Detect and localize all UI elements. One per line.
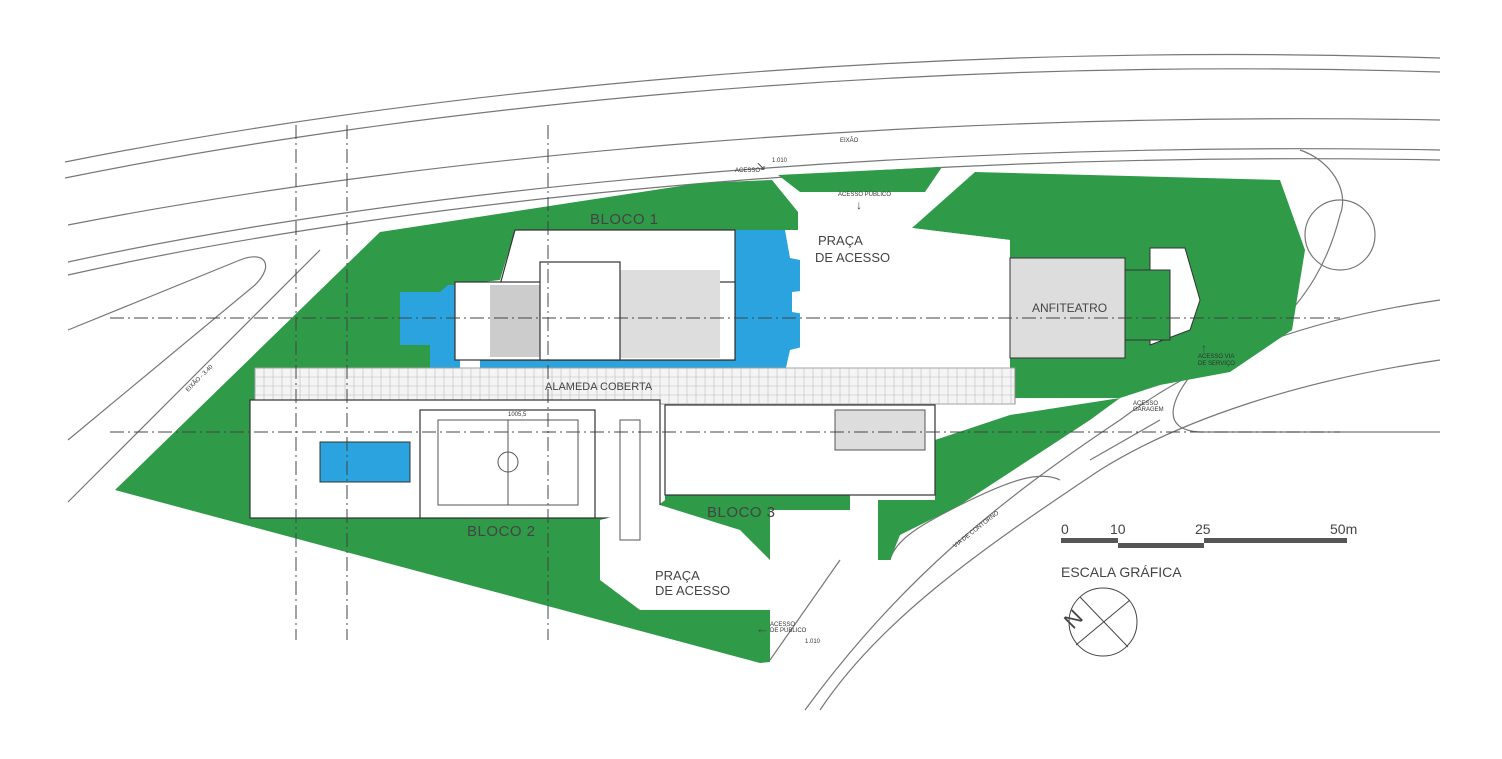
acesso-servico-label: ACESSO VIA	[1198, 354, 1234, 360]
acesso-publico-bottom-2: DE PÚBLICO	[770, 627, 807, 634]
acesso-label: ACESSO	[735, 168, 760, 174]
court-level: 1005,5	[508, 412, 527, 418]
bloco3-label: BLOCO 3	[707, 504, 776, 521]
acesso-publico-top: ACESSO PÚBLICO	[838, 191, 891, 198]
eixao-side-label: EIXÃO - 3.40	[184, 363, 214, 393]
praca-bottom-label: PRAÇA	[655, 568, 700, 583]
buildings	[249, 212, 1171, 610]
scale-tick: 10	[1110, 521, 1126, 537]
scale-tick: 25	[1195, 521, 1211, 537]
acesso-publico-bottom: ACESSO	[770, 622, 795, 628]
praca-top-label-2: DE ACESSO	[815, 250, 890, 265]
arrow-up-icon: ↑	[1201, 341, 1207, 355]
scale-bar: 0 10 25 50m ESCALA GRÁFICA	[1061, 521, 1357, 580]
acesso-garagem-label: ACESSO	[1133, 401, 1158, 407]
bloco2-label: BLOCO 2	[467, 523, 536, 540]
praca-top-label: PRAÇA	[818, 233, 863, 248]
scale-title: ESCALA GRÁFICA	[1061, 564, 1182, 580]
acesso-garagem-label-2: GARAGEM	[1133, 407, 1164, 413]
alameda-label: ALAMEDA COBERTA	[545, 381, 653, 393]
arrow-diag-icon: ↘	[756, 159, 766, 173]
roads	[64, 53, 1441, 711]
arrow-left-icon: ←	[756, 621, 769, 636]
level-bottom: 1.010	[805, 639, 821, 645]
scale-tick: 0	[1061, 521, 1069, 537]
eixao-label: EIXÃO	[840, 137, 859, 144]
bloco1-label: BLOCO 1	[590, 211, 659, 228]
svg-text:N: N	[1059, 605, 1088, 634]
level-top: 1.010	[772, 158, 788, 164]
axis-lines	[110, 125, 1340, 640]
anfiteatro-label: ANFITEATRO	[1032, 301, 1107, 315]
arrow-down-icon: ↓	[856, 198, 862, 212]
acesso-servico-label-2: DE SERVIÇO	[1198, 361, 1235, 367]
north-arrow-icon: N	[1059, 587, 1138, 657]
scale-tick: 50m	[1330, 521, 1357, 537]
praca-bottom-label-2: DE ACESSO	[655, 583, 730, 598]
